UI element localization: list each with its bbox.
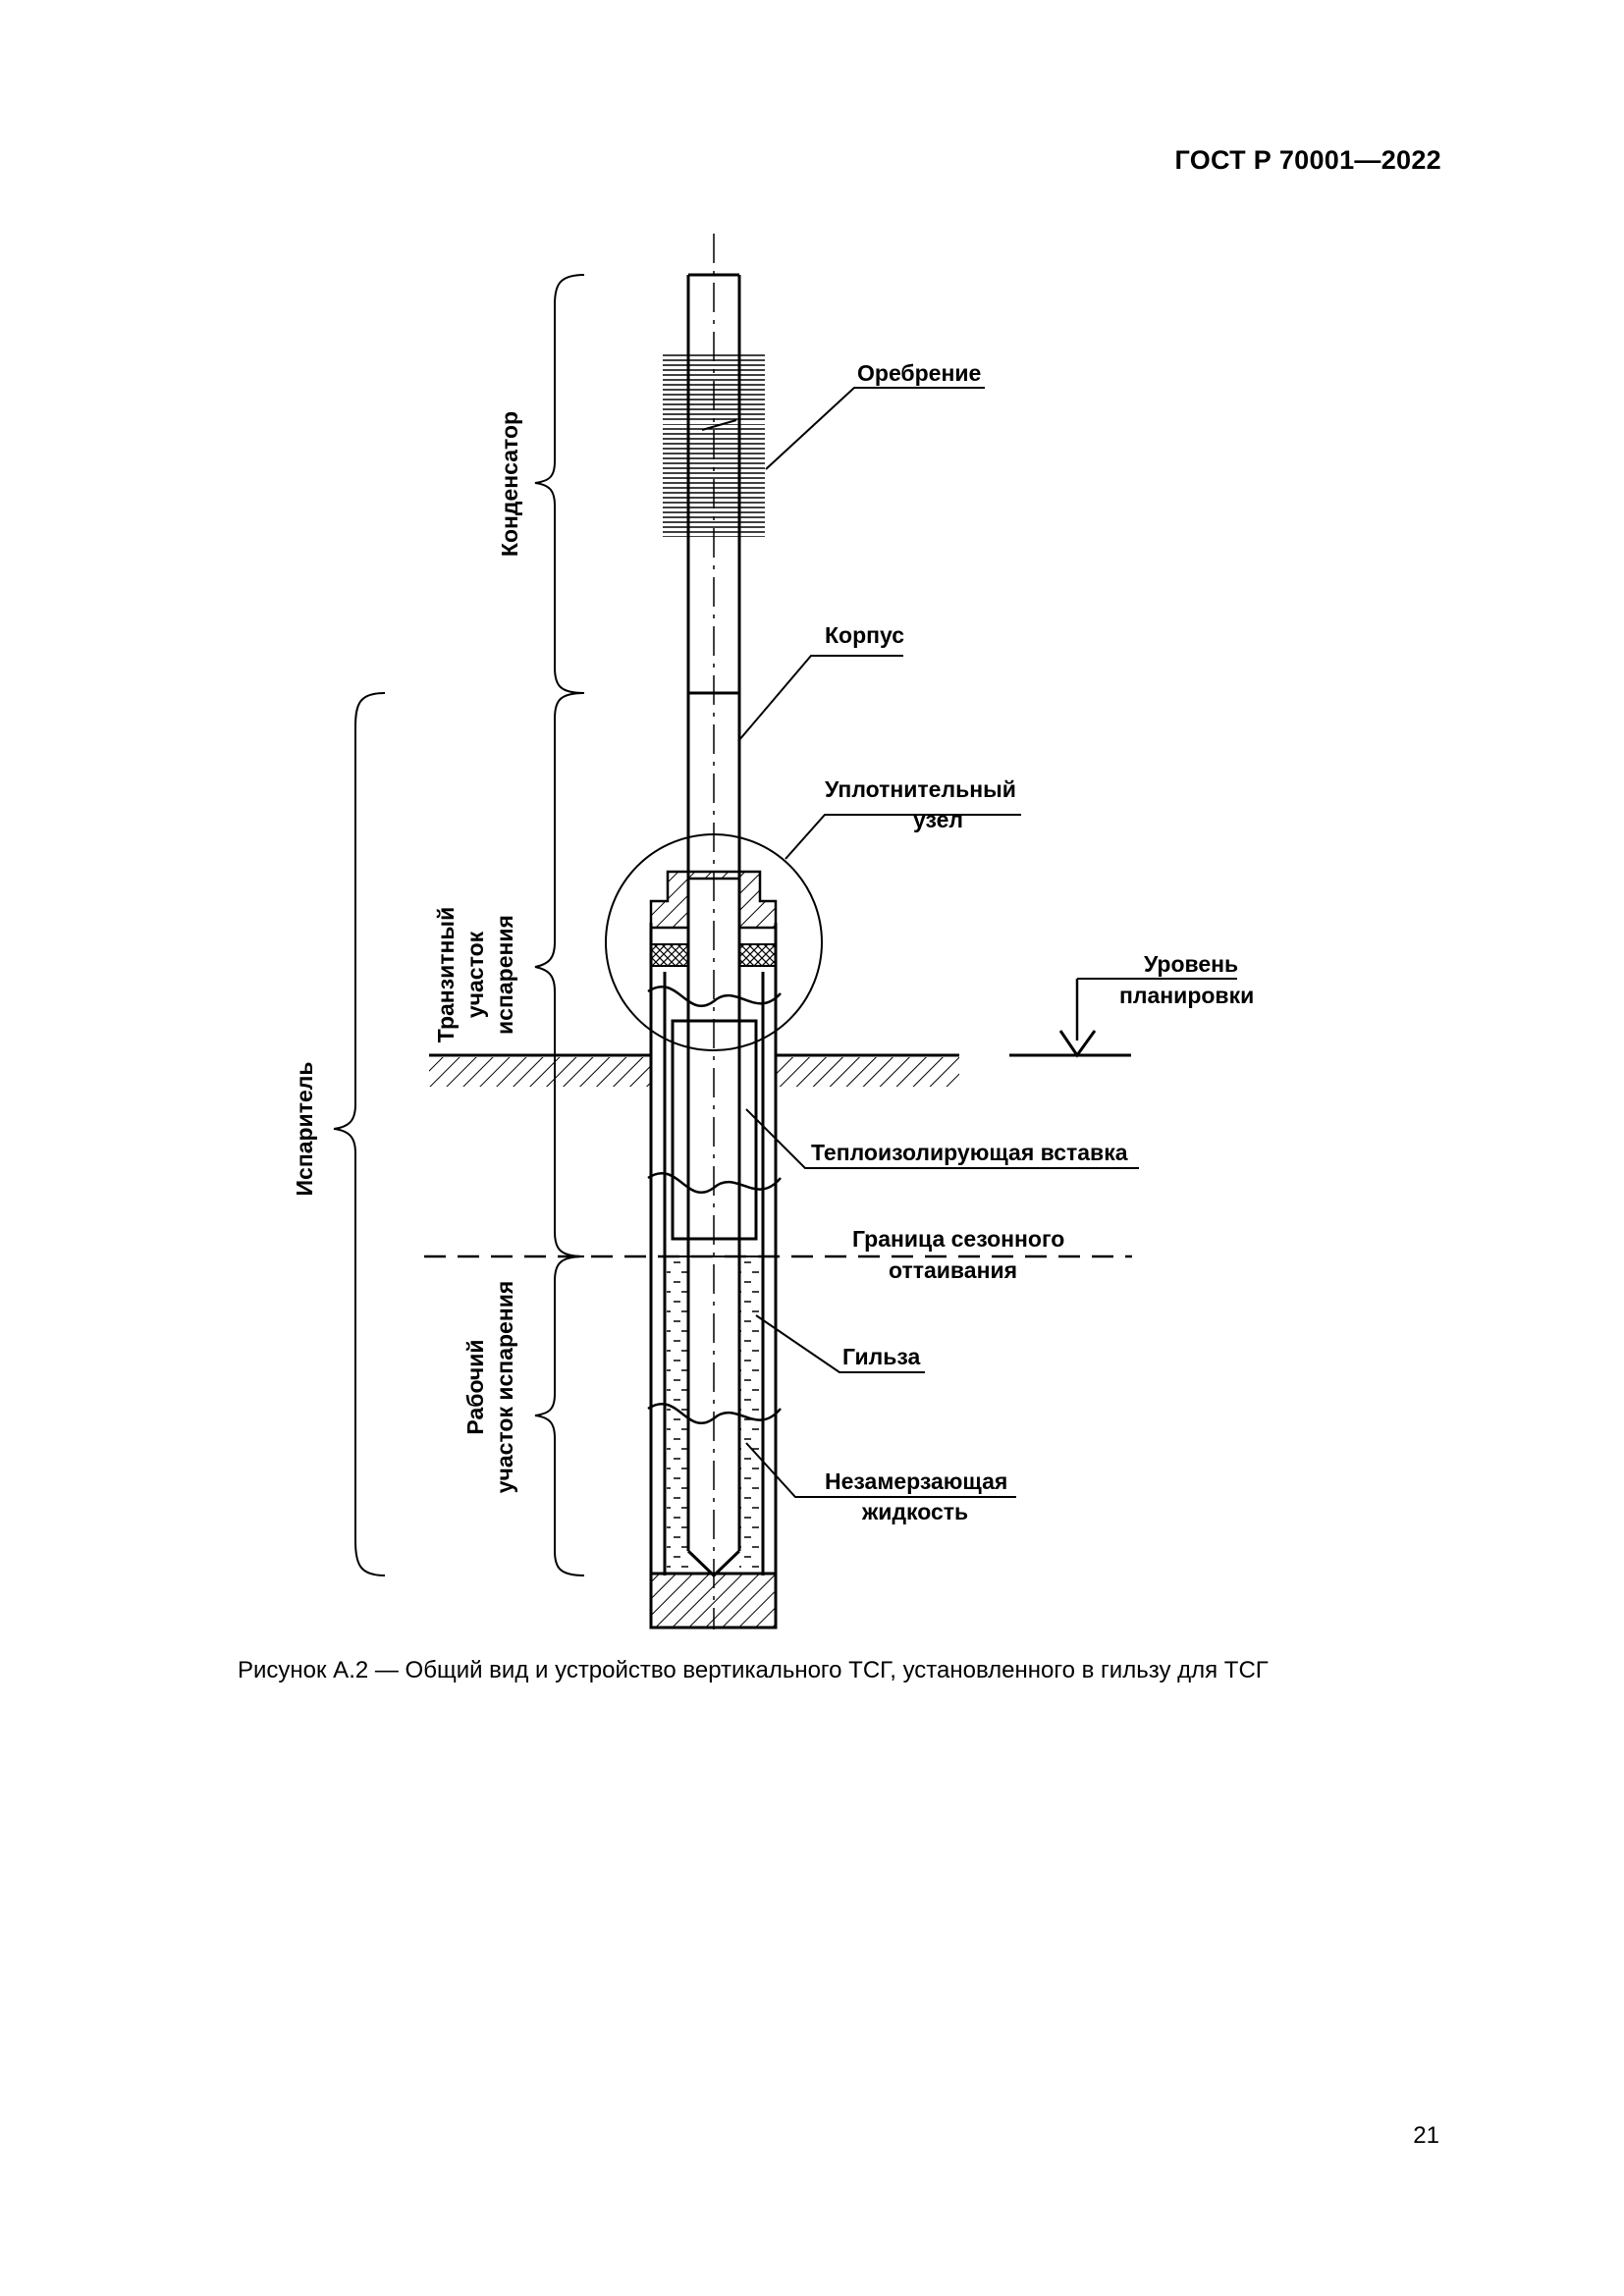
label-korpus: Корпус bbox=[825, 622, 904, 648]
label-uroven-2: планировки bbox=[1119, 983, 1254, 1008]
break-line-2 bbox=[647, 1171, 782, 1195]
leader-lines bbox=[737, 387, 1139, 1498]
fins-lower bbox=[663, 424, 765, 537]
sleeve bbox=[649, 923, 778, 1625]
figure-drawing: Оребрение Корпус Уплотнительный узел Уро… bbox=[292, 234, 1254, 1629]
page-number: 21 bbox=[1413, 2122, 1439, 2149]
document-header: ГОСТ Р 70001—2022 bbox=[1174, 145, 1441, 175]
label-isparitel: Испаритель bbox=[292, 1061, 317, 1196]
ground-hatch-right bbox=[776, 1057, 959, 1087]
label-kondensator: Конденсатор bbox=[497, 411, 522, 557]
label-gilza: Гильза bbox=[842, 1344, 920, 1369]
braces bbox=[333, 274, 585, 1576]
label-uplotn-2: узел bbox=[913, 807, 963, 832]
label-rabochiy-2: участок испарения bbox=[492, 1281, 517, 1494]
antifreeze-liquid-left bbox=[667, 1256, 688, 1573]
label-tranzit-3: испарения bbox=[492, 915, 517, 1035]
ground-hatch-left bbox=[429, 1057, 651, 1087]
seal-packing-right bbox=[738, 943, 777, 967]
seal-packing-left bbox=[650, 943, 689, 967]
label-orebrenie: Оребрение bbox=[857, 360, 981, 386]
label-granica-1: Граница сезонного bbox=[852, 1226, 1064, 1252]
label-vstavka: Теплоизолирующая вставка bbox=[811, 1140, 1128, 1165]
label-zhidkost-2: жидкость bbox=[861, 1499, 968, 1524]
figure-caption: Рисунок А.2 — Общий вид и устройство вер… bbox=[238, 1657, 1269, 1683]
label-granica-2: оттаивания bbox=[889, 1257, 1017, 1283]
antifreeze-liquid-right bbox=[739, 1256, 761, 1573]
sleeve-bottom bbox=[649, 1572, 778, 1629]
label-zhidkost-1: Незамерзающая bbox=[825, 1468, 1007, 1494]
break-line-3 bbox=[647, 1402, 782, 1425]
fins-upper bbox=[663, 353, 765, 422]
insulating-insert bbox=[671, 1019, 758, 1241]
seal-cap bbox=[649, 870, 778, 930]
break-line-1 bbox=[647, 985, 782, 1008]
label-uplotn-1: Уплотнительный bbox=[825, 776, 1016, 802]
label-uroven-1: Уровень bbox=[1144, 951, 1238, 977]
label-rabochiy-1: Рабочий bbox=[462, 1339, 488, 1434]
seal-highlight-circle bbox=[605, 833, 823, 1051]
label-tranzit-2: участок bbox=[462, 931, 488, 1018]
label-tranzit-1: Транзитный bbox=[433, 907, 459, 1042]
